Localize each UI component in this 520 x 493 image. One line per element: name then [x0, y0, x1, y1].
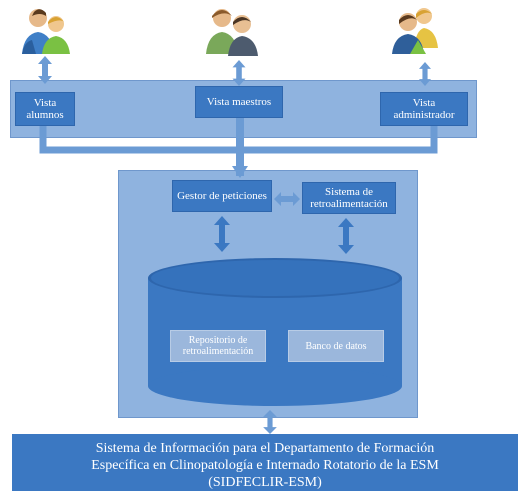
- system-title-line-2: Específica en Clinopatología e Internado…: [91, 458, 439, 473]
- request-manager-box: Gestor de peticiones: [172, 180, 272, 212]
- students-link-arrow: [38, 56, 52, 84]
- data-bank-label: Banco de datos: [305, 340, 367, 352]
- system-title-line-3: (SIDFECLIR-ESM): [208, 475, 322, 490]
- manager-db-arrow: [214, 216, 230, 252]
- server-entry-arrow-head: [232, 166, 248, 178]
- users-group-icon: [392, 8, 438, 54]
- admin-view-label: Vista administrador: [393, 97, 455, 121]
- feedback-repository-box: Repositorio de retroalimentación: [170, 330, 266, 362]
- request-manager-label: Gestor de peticiones: [177, 190, 267, 202]
- manager-feedback-arrow: [274, 192, 300, 206]
- students-view-label: Vista alumnos: [26, 97, 64, 121]
- admin-link-arrow: [419, 62, 431, 86]
- feedback-db-arrow: [338, 218, 354, 254]
- feedback-system-box: Sistema de retroalimentación: [302, 182, 396, 214]
- feedback-system-label: Sistema de retroalimentación: [310, 186, 388, 210]
- data-bank-box: Banco de datos: [288, 330, 384, 362]
- feedback-repository-label: Repositorio de retroalimentación: [182, 335, 254, 357]
- users-group-icon: [22, 9, 70, 54]
- system-title-line-1: Sistema de Información para el Departame…: [95, 441, 435, 456]
- teachers-view-box: Vista maestros: [195, 86, 283, 118]
- admin-view-box: Vista administrador: [380, 92, 468, 126]
- teachers-view-label: Vista maestros: [206, 96, 272, 108]
- system-title-banner: Sistema de Información para el Departame…: [12, 434, 518, 491]
- server-footer-arrow: [263, 410, 277, 434]
- teachers-link-arrow: [232, 60, 246, 86]
- students-view-box: Vista alumnos: [15, 92, 75, 126]
- users-group-icon: [206, 9, 258, 56]
